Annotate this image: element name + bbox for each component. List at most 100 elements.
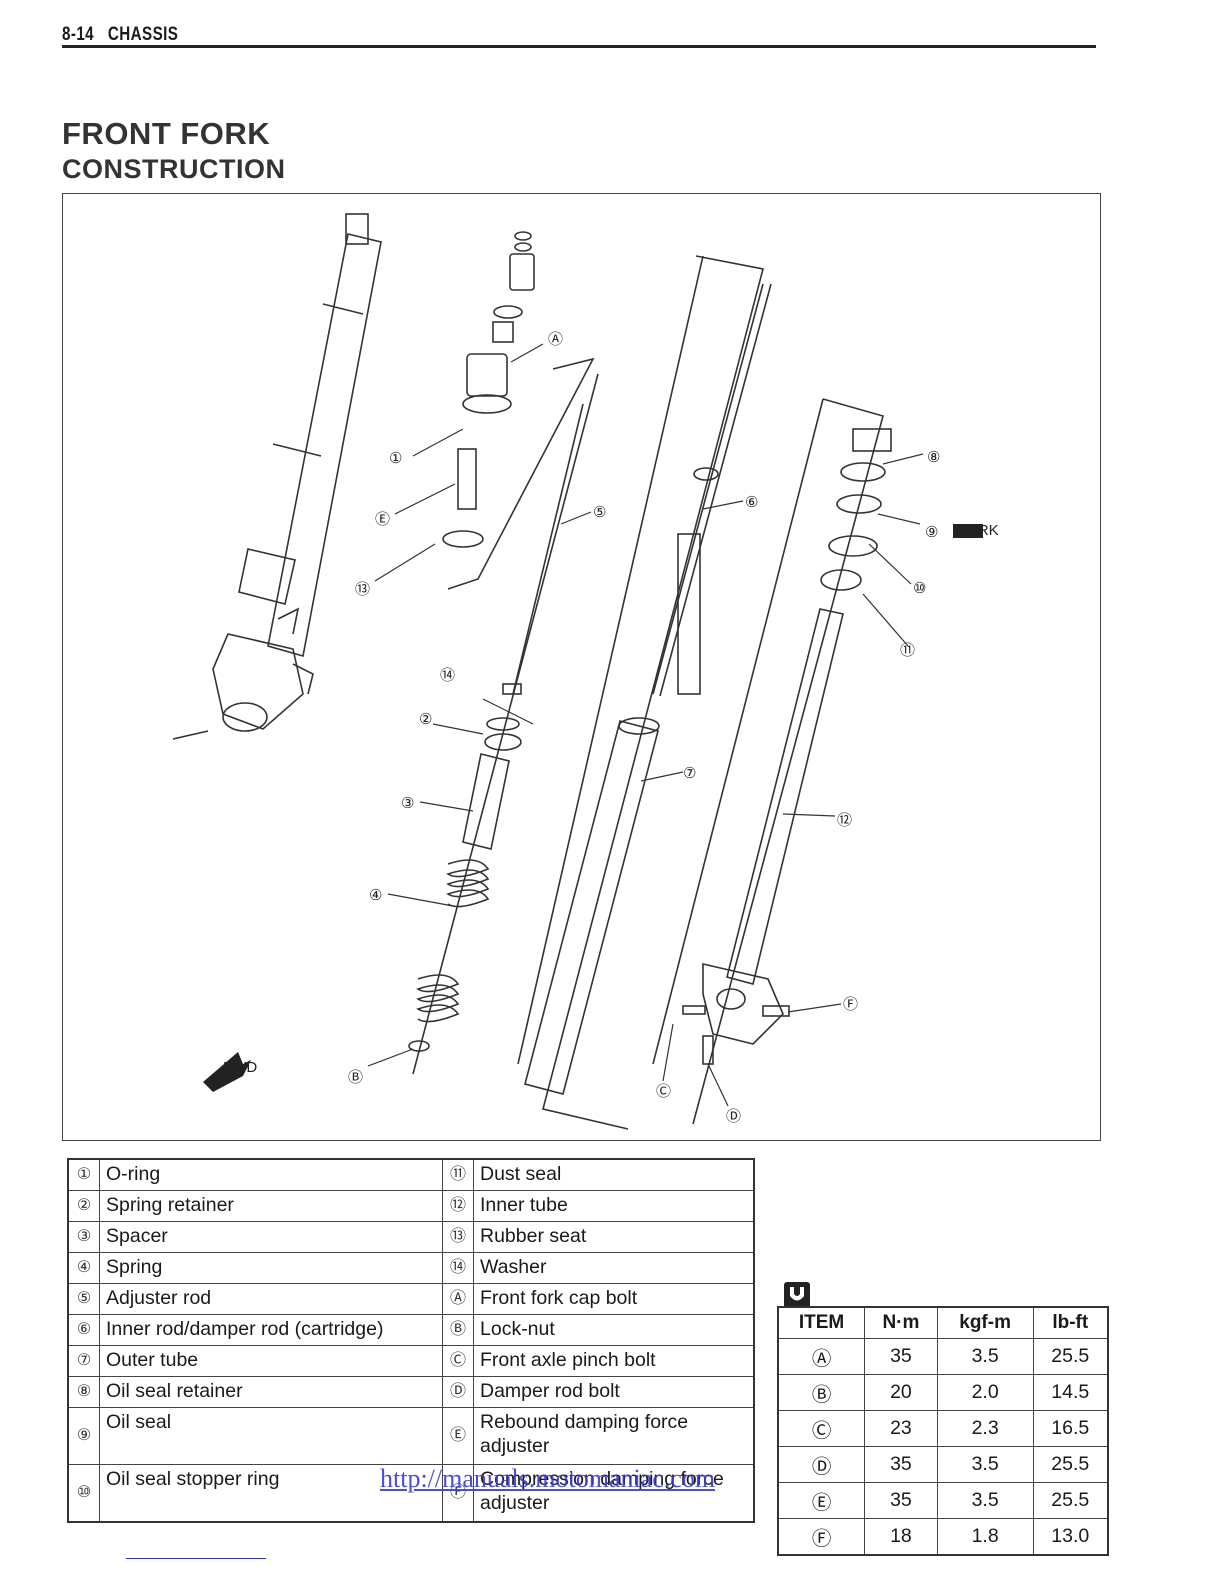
part-name: Lock-nut [473,1314,755,1346]
table-row: ⑤ Adjuster rod Ⓐ Front fork cap bolt [67,1283,755,1315]
watermark-link[interactable]: http://manuals.motomaniac.com [380,1464,716,1493]
part-name: Oil seal stopper ring [99,1464,443,1523]
part-number: ⑤ [67,1283,100,1315]
callout-8: ⑧ [927,449,940,466]
table-cell: 13.0 [1032,1518,1109,1556]
part-name: Inner rod/damper rod (cartridge) [99,1314,443,1346]
part-name: Spring [99,1252,443,1284]
part-number: ① [67,1158,100,1191]
exploded-fork-diagram: FWD FORK ① ② ③ ④ ⑤ ⑥ ⑦ ⑧ ⑨ ⑩ ⑪ ⑫ ⑬ ⑭ Ⓐ Ⓑ… [62,193,1101,1141]
table-cell: 20 [864,1374,938,1411]
part-name: Washer [473,1252,755,1284]
callout-1: ① [389,450,402,467]
table-cell: Ⓐ [777,1338,866,1375]
table-cell: 25.5 [1032,1482,1109,1519]
part-number: ③ [67,1221,100,1253]
part-name: Outer tube [99,1345,443,1377]
part-name: Spacer [99,1221,443,1253]
column-header: lb-ft [1032,1306,1109,1339]
page-title: FRONT FORK [62,116,271,151]
table-cell: 25.5 [1032,1446,1109,1483]
table-row: Ⓕ 18 1.8 13.0 [777,1518,1109,1556]
assembled-fork-left [172,213,382,740]
callout-7: ⑦ [683,765,696,782]
part-number: ⑩ [67,1464,100,1523]
table-row: ⑩ Oil seal stopper ring Ⓕ Compression da… [67,1464,755,1523]
table-row: ⑨ Oil seal Ⓔ Rebound damping force adjus… [67,1407,755,1465]
callout-10: ⑩ [913,580,926,597]
fork-tag-box [953,524,983,538]
part-name: Dust seal [473,1158,755,1191]
part-name: Damper rod bolt [473,1376,755,1408]
part-name: Inner tube [473,1190,755,1222]
table-header-row: ITEM N·m kgf-m lb-ft [777,1306,1109,1339]
table-row: ⑧ Oil seal retainer Ⓓ Damper rod bolt [67,1376,755,1408]
callout-14: ⑭ [440,667,455,684]
callout-12: ⑫ [837,812,852,829]
callout-11: ⑪ [900,642,915,659]
part-number: ⑭ [442,1252,474,1284]
part-name: Adjuster rod [99,1283,443,1315]
part-number: ④ [67,1252,100,1284]
part-name: O-ring [99,1158,443,1191]
part-name: Compression damping force adjuster [473,1464,755,1523]
callout-D: Ⓓ [726,1108,741,1125]
part-number: ⑦ [67,1345,100,1377]
table-cell: Ⓒ [777,1410,866,1447]
table-cell: 18 [864,1518,938,1556]
table-cell: Ⓑ [777,1374,866,1411]
part-number: ⑬ [442,1221,474,1253]
fwd-arrow-icon [203,1052,251,1092]
section-name: CHASSIS [107,24,179,45]
part-name: Rubber seat [473,1221,755,1253]
callout-E: Ⓔ [375,511,390,528]
part-number: Ⓒ [442,1345,474,1377]
table-cell: 14.5 [1032,1374,1109,1411]
part-name: Front fork cap bolt [473,1283,755,1315]
table-cell: Ⓔ [777,1482,866,1519]
page-header: 8-14 CHASSIS [62,24,178,46]
part-name: Front axle pinch bolt [473,1345,755,1377]
table-cell: 3.5 [936,1482,1034,1519]
part-name: Oil seal [99,1407,443,1465]
column-header: N·m [864,1306,938,1339]
table-cell: 1.8 [936,1518,1034,1556]
part-number: ⑨ [67,1407,100,1465]
table-cell: 3.5 [936,1338,1034,1375]
table-row: ⑥ Inner rod/damper rod (cartridge) Ⓑ Loc… [67,1314,755,1346]
parts-list-table: ① O-ring ⑪ Dust seal ② Spring retainer ⑫… [67,1158,755,1523]
callout-3: ③ [401,795,414,812]
table-cell: Ⓕ [777,1518,866,1556]
table-row: ⑦ Outer tube Ⓒ Front axle pinch bolt [67,1345,755,1377]
callout-4: ④ [369,887,382,904]
part-number: Ⓓ [442,1376,474,1408]
table-cell: 16.5 [1032,1410,1109,1447]
table-cell: 35 [864,1338,938,1375]
table-row: ④ Spring ⑭ Washer [67,1252,755,1284]
table-row: ③ Spacer ⑬ Rubber seat [67,1221,755,1253]
tightening-torque-table: ITEM N·m kgf-m lb-ft Ⓐ 35 3.5 25.5 Ⓑ 20 … [777,1306,1109,1556]
part-number: Ⓕ [442,1464,474,1523]
table-cell: 23 [864,1410,938,1447]
part-number: ⑫ [442,1190,474,1222]
part-number: Ⓑ [442,1314,474,1346]
callout-A: Ⓐ [548,331,563,348]
part-name: Spring retainer [99,1190,443,1222]
part-number: Ⓐ [442,1283,474,1315]
table-cell: 3.5 [936,1446,1034,1483]
callout-2: ② [419,711,432,728]
callout-5: ⑤ [593,504,606,521]
torque-wrench-icon [784,1282,810,1308]
fwd-tag: FWD [223,1059,257,1076]
part-number: ⑪ [442,1158,474,1191]
footer-link-underline [126,1558,266,1559]
table-cell: 35 [864,1446,938,1483]
column-header: ITEM [777,1306,866,1339]
page-number: 8-14 [62,24,95,45]
table-row: Ⓓ 35 3.5 25.5 [777,1446,1109,1483]
header-rule [62,45,1096,48]
table-row: ① O-ring ⑪ Dust seal [67,1158,755,1191]
part-number: Ⓔ [442,1407,474,1465]
part-number: ⑧ [67,1376,100,1408]
part-name: Oil seal retainer [99,1376,443,1408]
